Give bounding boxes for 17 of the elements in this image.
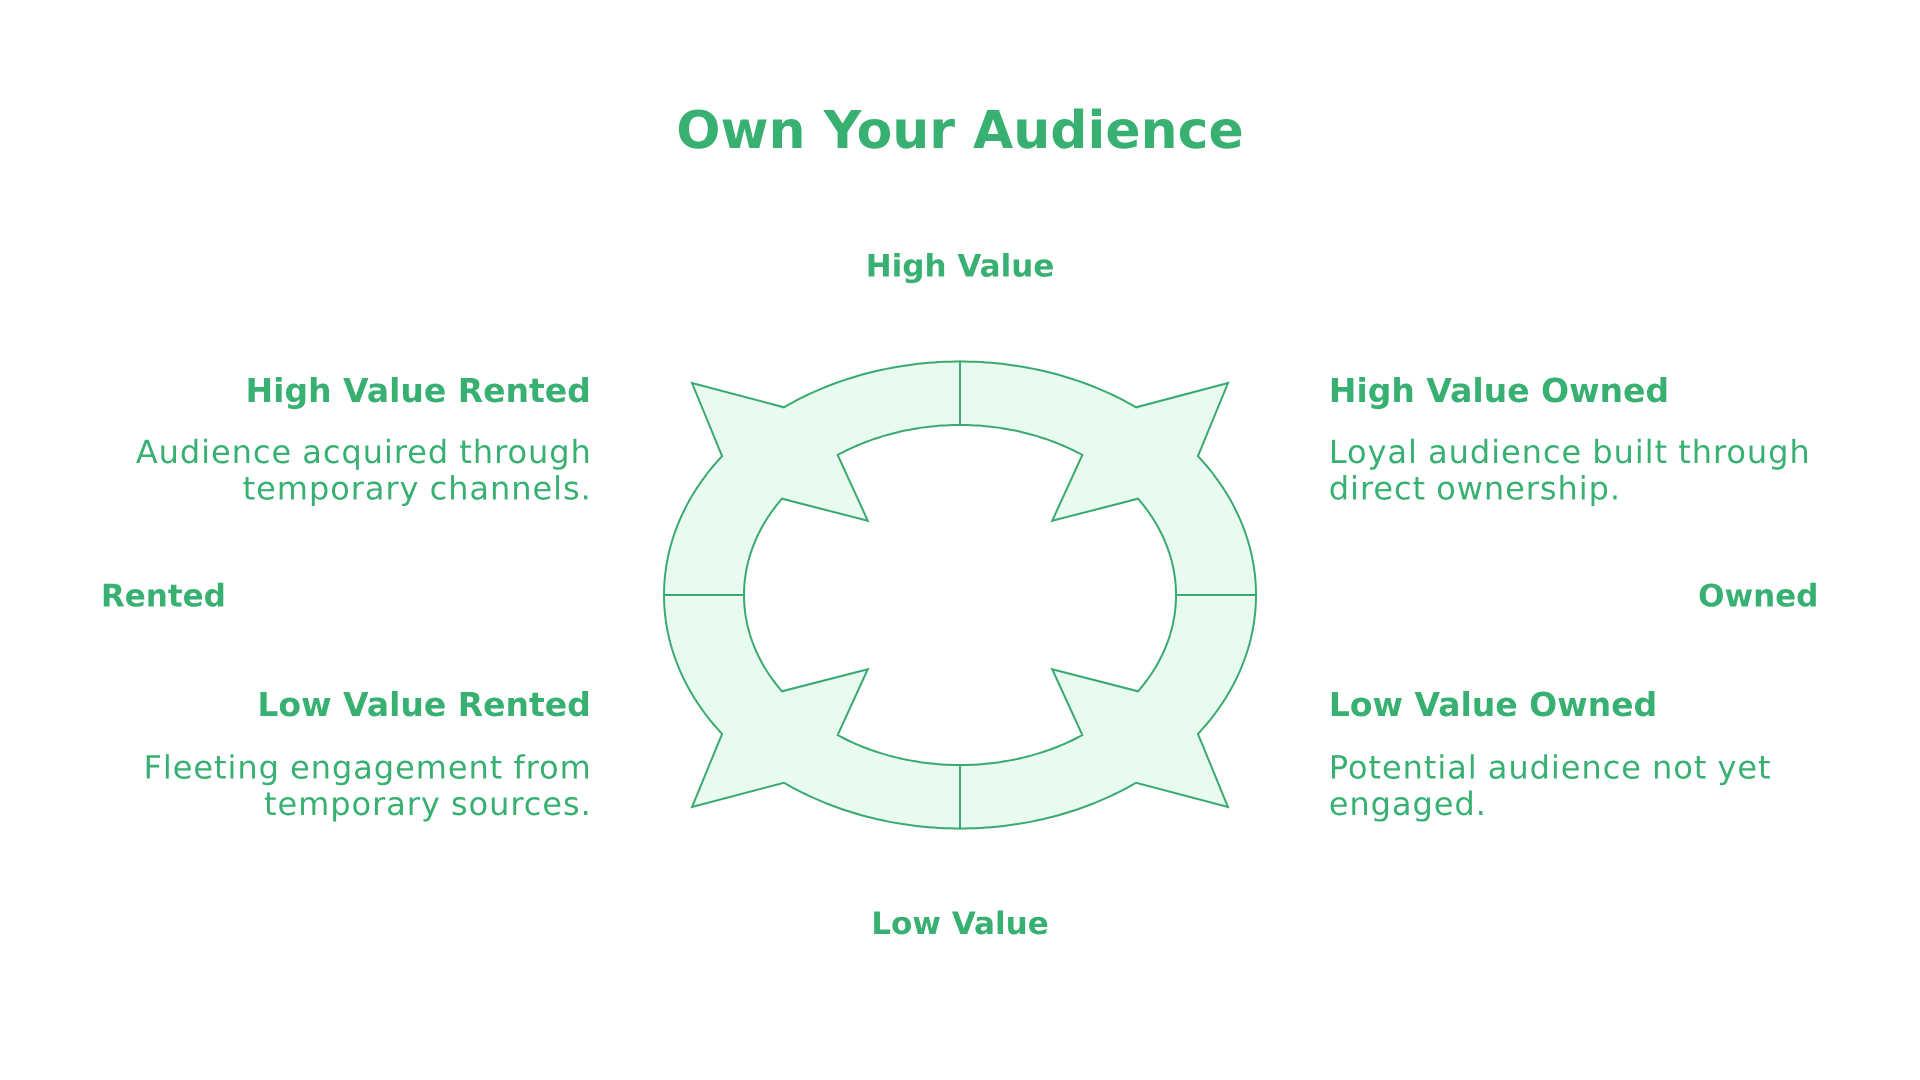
ring-segment: [959, 594, 1258, 830]
ring-segment: [663, 594, 961, 830]
axis-label: High Value: [868, 252, 1053, 284]
axis-label: Owned: [1699, 582, 1816, 607]
quadrant-heading: Low Value Rented: [260, 690, 588, 717]
axis-label: Rented: [103, 582, 224, 607]
quadrant-description: Audience acquired through temporary channels.: [136, 438, 589, 507]
quadrant-heading: High Value Rented: [248, 376, 588, 410]
quadrant-heading: Low Value Owned: [1331, 690, 1655, 717]
title: Own Your Audience: [678, 108, 1242, 149]
ring-segment: [663, 360, 961, 596]
quadrant-description: Loyal audience built through direct ownership.: [1330, 438, 1807, 507]
axis-label: Low Value: [874, 910, 1048, 935]
quadrant-description: Fleeting engagement from temporary sources.: [146, 754, 589, 822]
quadrant-heading: High Value Owned: [1331, 376, 1667, 410]
ring-segment: [959, 360, 1258, 596]
quadrant-description: Potential audience not yet engaged.: [1330, 754, 1770, 822]
